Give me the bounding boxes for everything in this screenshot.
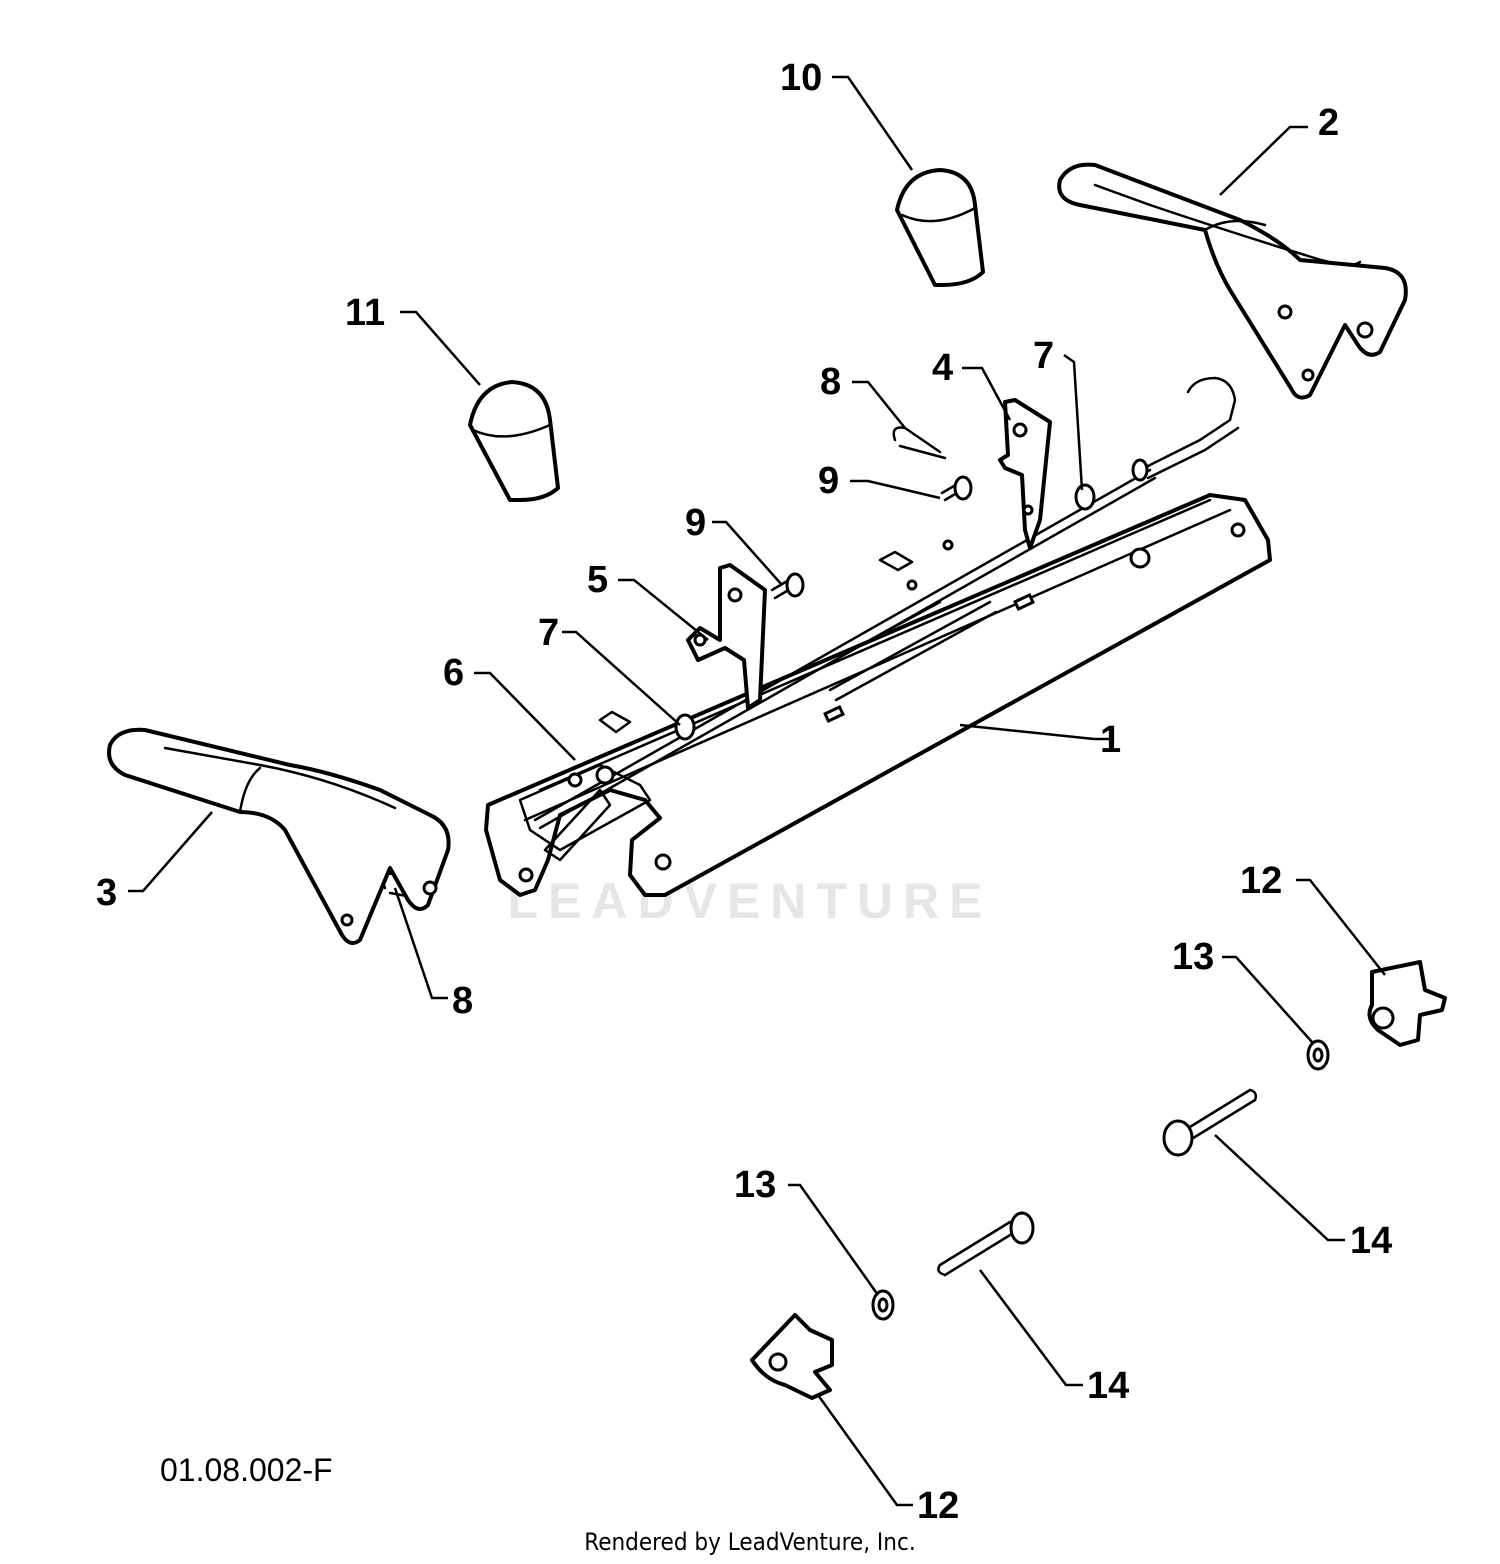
callout-12-bottom[interactable]: 12 [917,1485,959,1527]
callout-13-bottom[interactable]: 13 [734,1164,776,1206]
callouts: 1 2 3 4 5 6 7 7 8 8 9 9 10 11 12 12 13 1… [96,57,1392,1527]
part-8-pin-upper[interactable] [892,426,947,460]
callout-5[interactable]: 5 [587,559,608,601]
callout-4[interactable]: 4 [932,347,953,389]
callout-2[interactable]: 2 [1318,102,1339,144]
callout-11[interactable]: 11 [345,292,385,334]
part-5-bracket[interactable] [686,563,767,710]
callout-14-bottom[interactable]: 14 [1087,1365,1129,1407]
part-10-knob[interactable] [895,168,985,287]
callout-7-upper[interactable]: 7 [1033,335,1054,377]
part-9-bolt-upper[interactable] [940,475,973,502]
drawing-number: 01.08.002-F [160,1452,333,1488]
callout-6[interactable]: 6 [443,652,464,694]
callout-14-right[interactable]: 14 [1350,1220,1392,1262]
callout-3[interactable]: 3 [96,872,117,914]
part-13-washer-bottom[interactable] [871,1289,895,1321]
part-12-knob-bottom[interactable] [750,1313,834,1400]
render-credit: Rendered by LeadVenture, Inc. [584,1528,916,1556]
callout-8-lower[interactable]: 8 [452,980,473,1022]
part-11-knob[interactable] [468,380,560,502]
callout-9-lower[interactable]: 9 [685,502,706,544]
watermark-text: LEADVENTURE [507,873,992,929]
callout-12-right[interactable]: 12 [1240,860,1282,902]
part-1-bracket[interactable] [484,376,1272,897]
part-12-knob-right[interactable] [1367,960,1447,1047]
callout-8-upper[interactable]: 8 [820,361,841,403]
callout-7-lower[interactable]: 7 [538,612,559,654]
leader-lines [128,75,1386,1507]
callout-13-right[interactable]: 13 [1172,936,1214,978]
part-3-lever[interactable] [107,727,451,946]
part-2-lever[interactable] [1057,162,1408,400]
part-14-bolt-right[interactable] [1162,1088,1258,1157]
part-14-bolt-bottom[interactable] [937,1211,1035,1277]
callout-9-upper[interactable]: 9 [818,460,839,502]
part-13-washer-right[interactable] [1306,1039,1330,1071]
part-4-bracket[interactable] [998,398,1052,550]
callout-10[interactable]: 10 [780,57,822,99]
callout-1[interactable]: 1 [1100,719,1121,761]
